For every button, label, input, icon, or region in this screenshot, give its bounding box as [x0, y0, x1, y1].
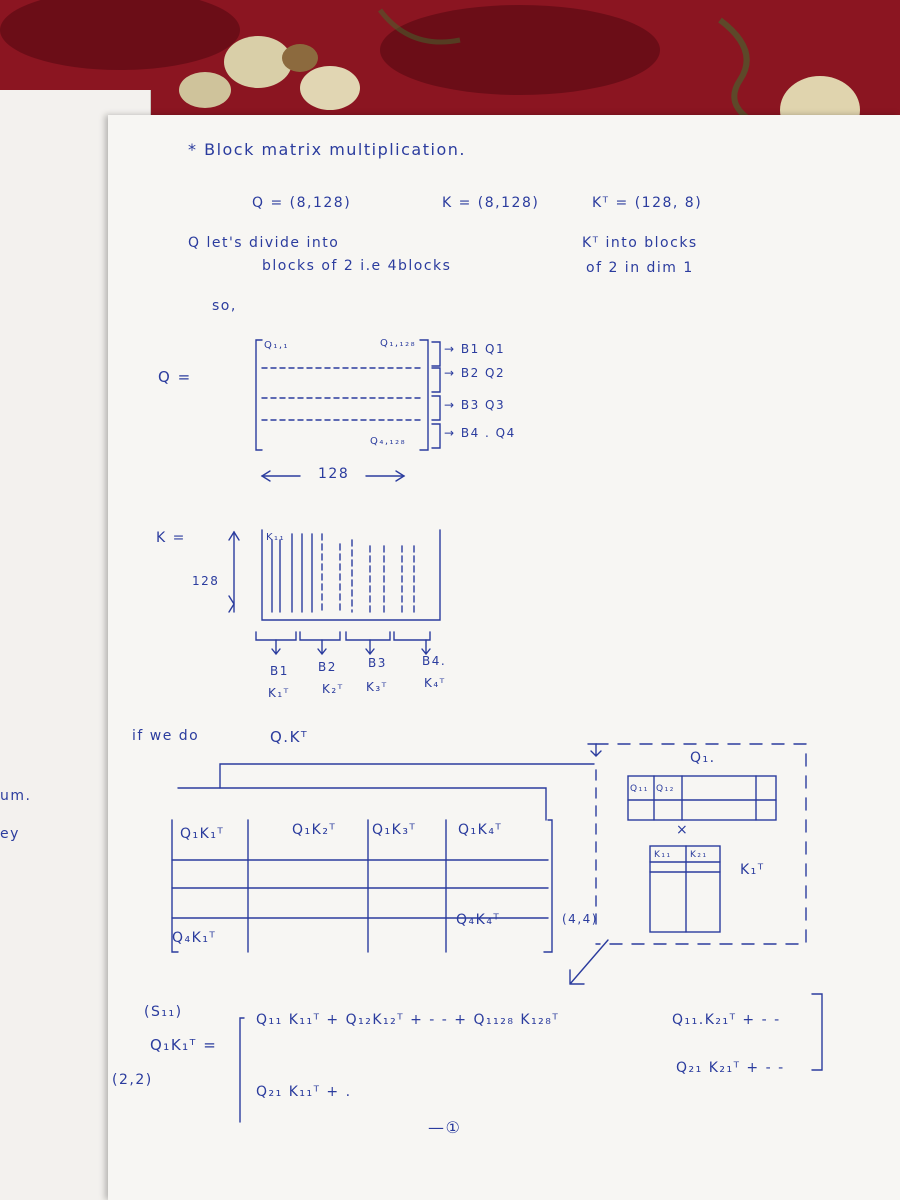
- k-block-3-kt: K₃ᵀ: [366, 680, 388, 694]
- side-k11-cell: K₁₁: [654, 850, 672, 860]
- k-column-box: [649, 845, 721, 933]
- q-matrix-right-bracket: [419, 339, 429, 451]
- product-expression: Q.Kᵀ: [270, 728, 309, 746]
- if-we-do-text: if we do: [132, 728, 200, 744]
- grid-cell-q1k4: Q₁K₄ᵀ: [458, 822, 503, 838]
- k-block-2: B2: [318, 660, 337, 674]
- left-page-text-1: um.: [0, 788, 32, 804]
- k-height-label: 128: [192, 574, 220, 588]
- left-page-text-2: ey: [0, 826, 20, 842]
- expansion-s11: (S₁₁): [144, 1004, 183, 1020]
- k-shape: K = (8,128): [442, 195, 540, 211]
- q1-row-box: [627, 775, 777, 821]
- kt-shape: Kᵀ = (128, 8): [592, 195, 703, 211]
- q-matrix-row-dividers: [261, 367, 421, 421]
- q-bottom-right-entry: Q₄,₁₂₈: [370, 436, 407, 447]
- grid-shape: (4,4): [562, 912, 598, 926]
- q-block-1: → B1 Q1: [444, 342, 506, 356]
- side-k1-label: K₁ᵀ: [740, 862, 765, 878]
- expansion-right-bracket: [811, 993, 823, 1071]
- k-block-brackets: [255, 631, 431, 656]
- expansion-row1: Q₁₁ K₁₁ᵀ + Q₁₂K₁₂ᵀ + - - + Q₁₁₂₈ K₁₂₈ᵀ: [256, 1012, 560, 1028]
- k-block-3: B3: [368, 656, 387, 670]
- k-block-4-kt: K₄ᵀ: [424, 676, 446, 690]
- grid-arrow: [587, 743, 602, 757]
- k-block-2-kt: K₂ᵀ: [322, 682, 344, 696]
- k-matrix-label: K =: [156, 530, 186, 546]
- grid-top-line: [177, 787, 547, 821]
- side-dashed-box: [595, 743, 807, 945]
- expansion-left-bracket: [239, 1017, 245, 1123]
- so-label: so,: [212, 298, 237, 314]
- k-matrix-column-lines: [271, 533, 415, 613]
- grid-cell-q4k4: Q₄K₄ᵀ: [456, 912, 501, 928]
- carpet-flower: [179, 36, 360, 110]
- page-number: —①: [428, 1118, 462, 1137]
- grid-lines: [171, 819, 549, 953]
- divide-kt-line2: of 2 in dim 1: [586, 260, 694, 276]
- expansion-row1-right: Q₁₁.K₂₁ᵀ + - -: [672, 1012, 781, 1028]
- q-matrix-label: Q =: [158, 368, 192, 386]
- k-top-left-entry: K₁₁: [266, 532, 286, 543]
- q-matrix-block-brackets: [431, 341, 441, 449]
- grid-top-connector: [219, 763, 595, 789]
- grid-cell-q1k3: Q₁K₃ᵀ: [372, 822, 417, 838]
- k-matrix-box: [261, 529, 441, 621]
- q-block-4: → B4 . Q4: [444, 426, 516, 440]
- expansion-dim: (2,2): [112, 1072, 153, 1088]
- q-width-arrow: [260, 470, 406, 482]
- grid-right-bracket: [543, 819, 553, 953]
- expansion-row2-right: Q₂₁ K₂₁ᵀ + - -: [676, 1060, 785, 1076]
- expansion-row2: Q₂₁ K₁₁ᵀ + .: [256, 1084, 352, 1100]
- side-q12-cell: Q₁₂: [656, 784, 675, 794]
- divide-q-line1: Q let's divide into: [188, 235, 340, 251]
- q-block-2: → B2 Q2: [444, 366, 506, 380]
- side-k21-cell: K₂₁: [690, 850, 708, 860]
- q-top-right-entry: Q₁,₁₂₈: [380, 338, 417, 349]
- q-block-3: → B3 Q3: [444, 398, 506, 412]
- q-top-left-entry: Q₁,₁: [264, 340, 290, 351]
- side-q11-cell: Q₁₁: [630, 784, 649, 794]
- grid-left-bracket: [171, 819, 179, 953]
- pointer-arrow: [569, 939, 609, 985]
- q-matrix-left-bracket: [255, 339, 263, 451]
- k-block-1: B1: [270, 664, 289, 678]
- grid-cell-q4k1: Q₄K₁ᵀ: [172, 930, 217, 946]
- divide-kt-line1: Kᵀ into blocks: [582, 235, 698, 251]
- q-width-label: 128: [318, 466, 350, 482]
- k-height-arrow: [228, 530, 240, 613]
- divide-q-line2: blocks of 2 i.e 4blocks: [262, 258, 452, 274]
- side-times: ×: [676, 822, 690, 838]
- grid-cell-q1k2: Q₁K₂ᵀ: [292, 822, 337, 838]
- grid-cell-q1k1: Q₁K₁ᵀ: [180, 826, 225, 842]
- k-block-1-kt: K₁ᵀ: [268, 686, 290, 700]
- expansion-lhs: Q₁K₁ᵀ =: [150, 1036, 218, 1054]
- k-block-4: B4.: [422, 654, 447, 668]
- q-shape: Q = (8,128): [252, 195, 352, 211]
- page-title: * Block matrix multiplication.: [188, 140, 466, 159]
- side-q1-label: Q₁.: [690, 750, 716, 766]
